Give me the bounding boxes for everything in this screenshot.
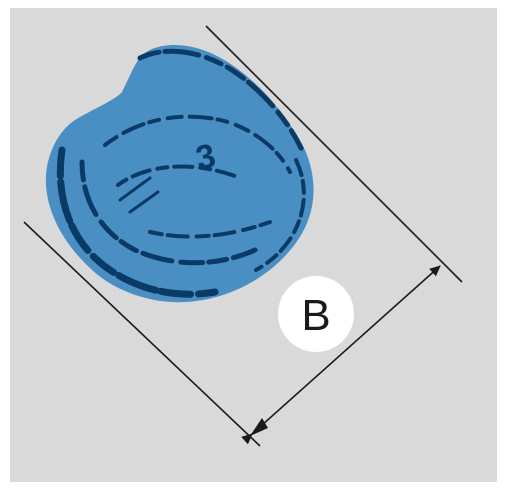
extension-line-left	[23, 221, 261, 447]
measured-object: 3	[45, 44, 314, 303]
object-right-edge	[254, 158, 306, 272]
object-rim-outer	[56, 146, 219, 298]
object-arc-lower	[148, 220, 272, 239]
dimension-arrow-start	[250, 418, 268, 436]
extension-line-right	[205, 25, 463, 283]
dimension-label: B	[301, 291, 330, 340]
object-arc-upper	[103, 114, 292, 174]
dimension-badge-circle	[278, 276, 354, 352]
object-rim-inner	[79, 159, 258, 266]
object-mark-left	[118, 176, 160, 214]
object-top-edge	[137, 48, 305, 153]
object-arc-middle	[116, 164, 237, 187]
dimension-badge: B	[278, 276, 354, 352]
dimension-line	[241, 265, 441, 445]
